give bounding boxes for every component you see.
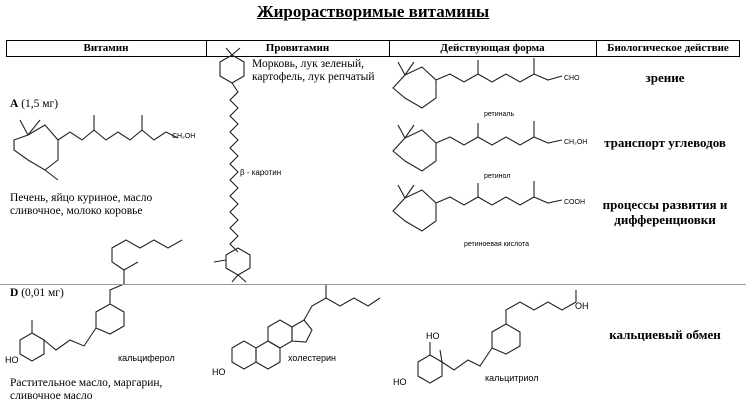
retinol-structure [13,115,179,181]
header-divider [389,41,390,56]
calcitriol-structure [417,290,577,384]
cholesterol-structure [231,284,381,370]
calciferol-ho: HO [5,355,19,365]
header-divider [739,41,740,56]
row-divider [0,284,746,285]
retinoic-acid-label: ретиноевая кислота [464,241,529,248]
retinal-group: CHO [564,75,580,82]
retinol-form-structure [392,121,563,172]
vitamin-a-sources: Печень, яйцо куриное, масло сливочное, м… [10,192,153,217]
vitamin-d-label: D (0,01 мг) [10,287,64,299]
header-vitamin: Витамин [83,42,129,54]
table-header: Витамин Провитамин Действующая форма Био… [6,40,740,57]
vitamin-d-sources: Растительное масло, маргарин, сливочное … [10,377,163,402]
header-active-form: Действующая форма [440,42,545,54]
action-vision: зрение [645,70,685,85]
calciferol-label: кальциферол [118,353,175,363]
retinol-group: CH₂OH [172,133,196,140]
retinoic-acid-group: COOH [564,199,585,206]
header-bio-action: Биологическое действие [607,42,729,54]
cholesterol-ho: HO [212,367,226,377]
retinol-form-group: CH₂OH [564,139,588,146]
provitamin-a-sources: Морковь, лук зеленый, картофель, лук реп… [252,58,375,83]
retinal-structure [392,58,563,109]
retinal-label: ретиналь [484,111,515,118]
vitamin-a-label: A (1,5 мг) [10,98,59,110]
action-development: процессы развития и дифференциовки [602,197,728,227]
calcitriol-label: кальцитриол [485,373,539,383]
calcitriol-oh: OH [575,301,589,311]
header-divider [6,41,7,56]
calciferol-structure [19,239,183,362]
header-divider [596,41,597,56]
calcitriol-ho: HO [393,377,407,387]
cholesterol-label: холестерин [288,353,336,363]
header-provitamin: Провитамин [265,42,330,54]
calcitriol-top-ho: HO [426,331,440,341]
action-calcium: кальциевый обмен [609,327,721,342]
beta-carotene-structure [213,47,251,283]
action-carb-transport: транспорт углеводов [604,135,726,150]
retinol-label: ретинол [484,173,511,180]
header-divider [206,41,207,56]
beta-carotene-label: β - каротин [240,168,282,177]
page-title: Жирорастворимые витамины [256,2,490,21]
retinoic-acid-structure [392,181,563,232]
